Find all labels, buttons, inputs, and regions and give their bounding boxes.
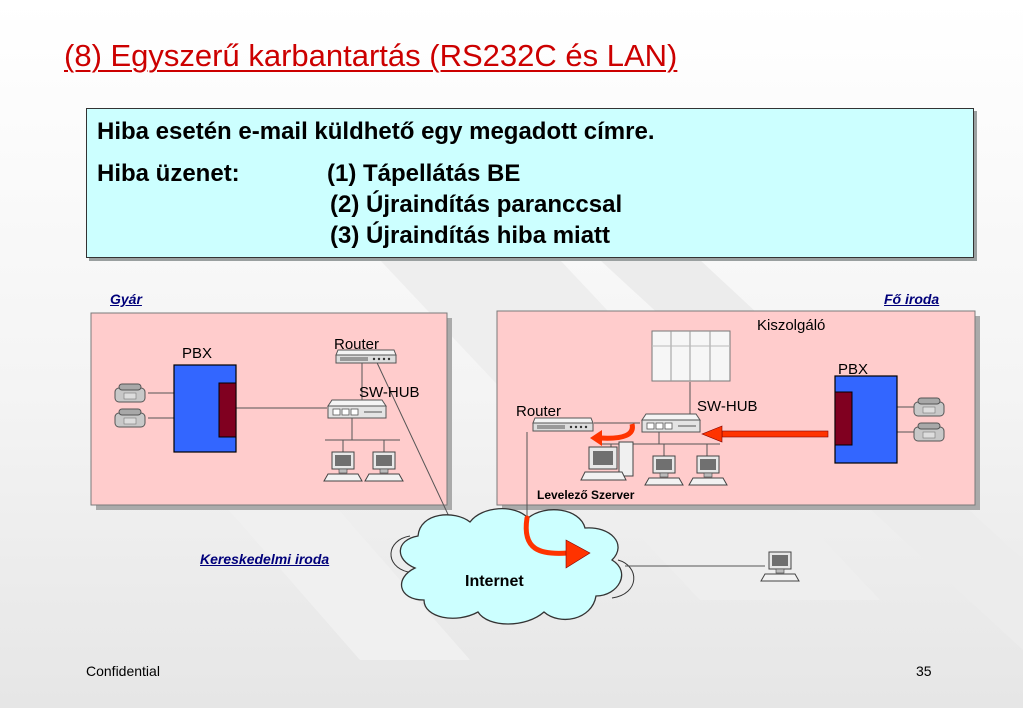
commercial-office-pc <box>760 551 800 582</box>
info-error-label: Hiba üzenet: <box>97 160 240 187</box>
alert-arrow-hub-to-router <box>590 423 635 446</box>
info-message-2: (2) Újraindítás paranccsal <box>330 191 623 218</box>
head-office-site <box>496 310 980 510</box>
footer-page-number: 35 <box>916 663 932 679</box>
factory-links <box>148 351 461 541</box>
office-router-label: Router <box>516 403 561 420</box>
office-hub-label: SW-HUB <box>697 398 758 415</box>
info-message-3: (3) Újraindítás hiba miatt <box>330 222 611 249</box>
info-line-email: Hiba esetén e-mail küldhető egy megadott… <box>97 118 655 145</box>
office-server <box>651 330 731 382</box>
site-label-factory: Gyár <box>110 291 142 307</box>
office-pbx <box>834 375 898 464</box>
internet-cloud <box>390 507 635 625</box>
factory-sw-hub <box>327 399 387 419</box>
office-phone-2 <box>913 422 945 442</box>
factory-phone-2 <box>114 408 146 428</box>
site-label-commercial-office: Kereskedelmi iroda <box>200 551 330 567</box>
info-message-1: (1) Tápellátás BE <box>327 160 521 187</box>
factory-phone-1 <box>114 383 146 403</box>
site-label-head-office: Fő iroda <box>884 291 940 307</box>
factory-pbx-label: PBX <box>182 345 212 362</box>
mail-server-label: Levelező Szerver <box>537 488 635 502</box>
internet-label: Internet <box>465 573 524 590</box>
info-box: Hiba esetén e-mail küldhető egy megadott… <box>86 108 974 258</box>
office-mail-server <box>580 441 634 481</box>
factory-hub-label: SW-HUB <box>359 384 420 401</box>
factory-pbx <box>173 364 237 453</box>
factory-router-label: Router <box>334 336 379 353</box>
office-pbx-label: PBX <box>838 361 868 378</box>
slide-title: (8) Egyszerű karbantartás (RS232C és LAN… <box>64 38 678 73</box>
office-phone-1 <box>913 397 945 417</box>
alert-arrow-pbx-to-hub <box>701 425 829 443</box>
footer-confidential: Confidential <box>86 663 160 679</box>
office-server-label: Kiszolgáló <box>757 317 825 334</box>
alert-arrow-to-internet <box>523 515 591 569</box>
office-sw-hub <box>641 413 701 433</box>
